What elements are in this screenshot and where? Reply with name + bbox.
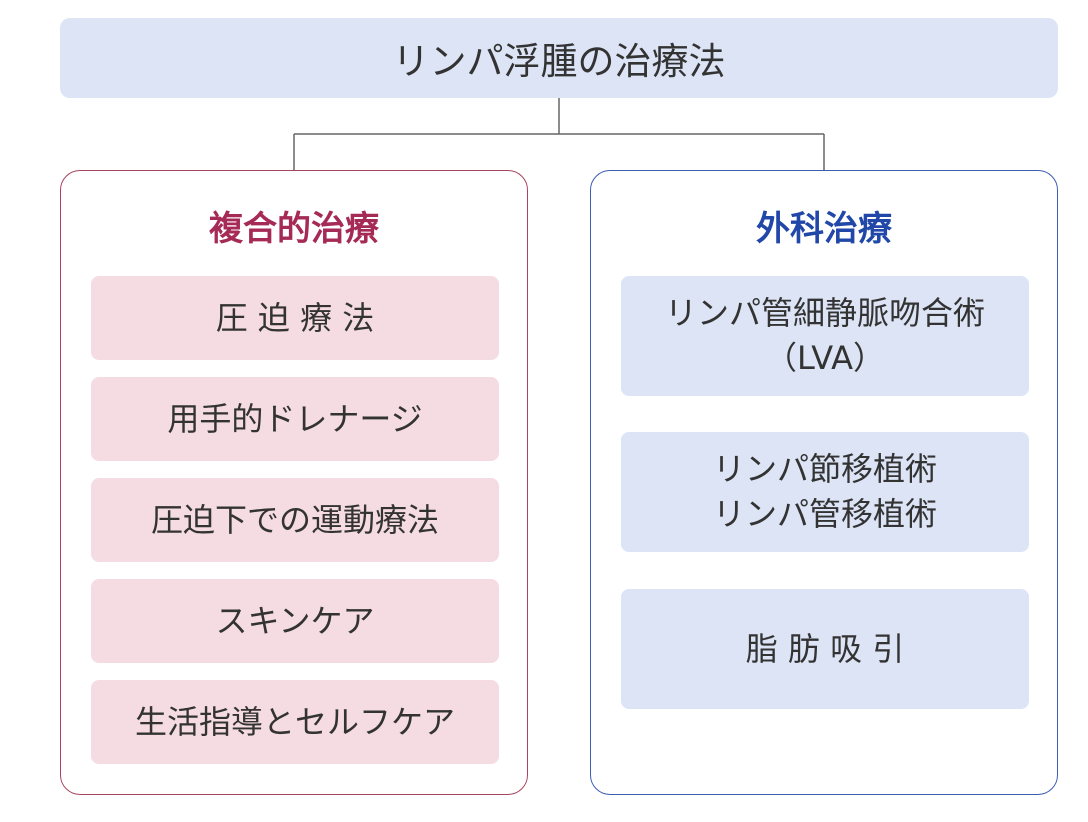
treatment-label: 圧 迫 療 法 (215, 298, 375, 337)
treatment-item-skincare: スキンケア (91, 579, 499, 663)
treatment-item-drainage: 用手的ドレナージ (91, 377, 499, 461)
treatment-label: 用手的ドレナージ (167, 399, 423, 438)
surgery-label-line2: リンパ管移植術 (712, 495, 937, 533)
treatment-item-self-care: 生活指導とセルフケア (91, 680, 499, 764)
surgery-label-line1: リンパ管細静脈吻合術 (664, 294, 985, 333)
diagram-title: リンパ浮腫の治療法 (392, 40, 726, 83)
surgery-item-lva: リンパ管細静脈吻合術 （LVA） (621, 276, 1029, 396)
diagram-title-box: リンパ浮腫の治療法 (60, 18, 1058, 98)
treatment-label: スキンケア (215, 601, 375, 640)
treatment-item-compression: 圧 迫 療 法 (91, 276, 499, 360)
treatment-label: 圧迫下での運動療法 (150, 500, 439, 539)
treatment-item-exercise: 圧迫下での運動療法 (91, 478, 499, 562)
surgery-item-liposuction: 脂 肪 吸 引 (621, 589, 1029, 709)
combined-therapy-heading: 複合的治療 (209, 209, 379, 249)
surgery-label-line1: リンパ節移植術 (712, 450, 937, 489)
surgery-item-transplant: リンパ節移植術 リンパ管移植術 (621, 432, 1029, 552)
surgical-treatment-heading: 外科治療 (756, 209, 892, 249)
surgery-label-line1: 脂 肪 吸 引 (745, 629, 905, 668)
combined-therapy-panel: 複合的治療 圧 迫 療 法 用手的ドレナージ 圧迫下での運動療法 スキンケア 生… (60, 170, 528, 795)
treatment-label: 生活指導とセルフケア (134, 702, 455, 741)
surgery-label-line2: （LVA） (764, 339, 886, 377)
surgical-treatment-panel: 外科治療 リンパ管細静脈吻合術 （LVA） リンパ節移植術 リンパ管移植術 脂 … (590, 170, 1058, 795)
